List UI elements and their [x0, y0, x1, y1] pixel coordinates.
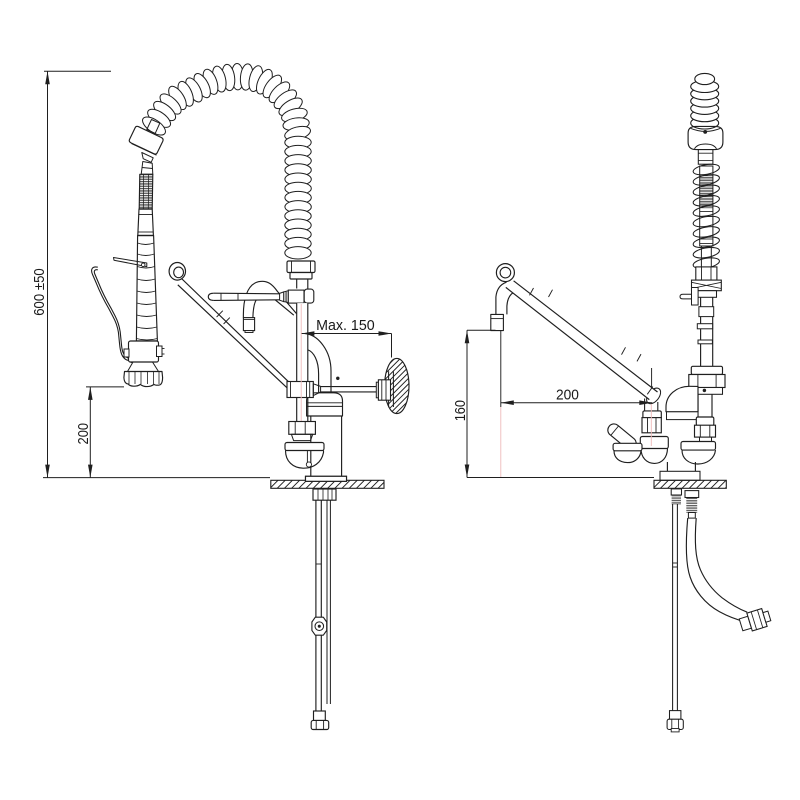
svg-text:200: 200	[75, 423, 92, 445]
svg-text:Max. 150: Max. 150	[316, 317, 375, 334]
svg-text:600 ±50: 600 ±50	[31, 268, 48, 316]
svg-text:160: 160	[452, 400, 469, 421]
svg-text:200: 200	[556, 386, 579, 403]
